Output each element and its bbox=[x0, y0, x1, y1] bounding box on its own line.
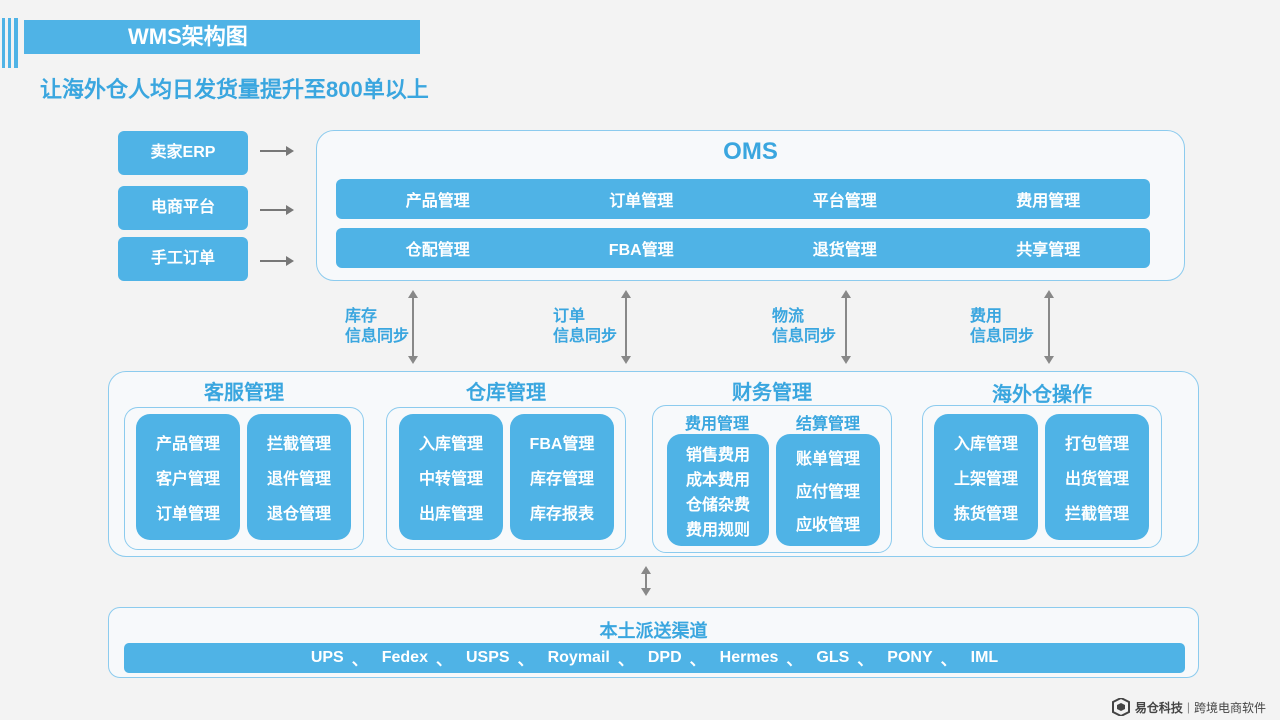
oms-item: 退货管理 bbox=[812, 242, 877, 259]
carrier-separator: 、 bbox=[617, 652, 634, 669]
oms-item: 共享管理 bbox=[1016, 242, 1081, 259]
module-item: 应付管理 bbox=[795, 483, 860, 501]
source-seller-erp: 卖家ERP bbox=[118, 131, 248, 175]
carrier-item: UPS bbox=[310, 649, 344, 666]
module-column: 账单管理 应付管理 应收管理 bbox=[776, 434, 880, 546]
module-item: 入库管理 bbox=[953, 435, 1018, 453]
carrier-item: Roymail bbox=[547, 649, 610, 666]
module-title-warehouse: 仓库管理 bbox=[466, 382, 546, 404]
sync-label-logistics: 物流信息同步 bbox=[772, 308, 837, 345]
module-item: 退仓管理 bbox=[266, 506, 331, 524]
module-item: 打包管理 bbox=[1064, 435, 1129, 453]
logo-icon bbox=[1111, 698, 1130, 716]
double-arrow-icon bbox=[621, 290, 631, 364]
carrier-separator: 、 bbox=[857, 652, 874, 669]
oms-title: OMS bbox=[723, 138, 778, 165]
oms-item: 平台管理 bbox=[812, 193, 877, 210]
carrier-item: DPD bbox=[647, 649, 682, 666]
double-arrow-icon bbox=[641, 566, 651, 596]
carrier-item: GLS bbox=[816, 649, 850, 666]
sync-label-fee: 费用信息同步 bbox=[970, 308, 1035, 345]
module-item: 上架管理 bbox=[953, 470, 1018, 488]
module-column: 入库管理 上架管理 拣货管理 bbox=[934, 414, 1038, 540]
module-item: FBA管理 bbox=[529, 435, 595, 453]
double-arrow-icon bbox=[841, 290, 851, 364]
logo-suffix: 跨境电商软件 bbox=[1193, 700, 1266, 715]
module-column: 拦截管理 退件管理 退仓管理 bbox=[247, 414, 351, 540]
module-title-customer-service: 客服管理 bbox=[204, 382, 284, 404]
module-column: 入库管理 中转管理 出库管理 bbox=[399, 414, 503, 540]
finance-sub-settlement: 结算管理 bbox=[796, 416, 861, 433]
module-item: 出库管理 bbox=[418, 506, 483, 524]
oms-item: FBA管理 bbox=[608, 242, 674, 259]
oms-item: 订单管理 bbox=[609, 193, 674, 210]
oms-item: 费用管理 bbox=[1016, 193, 1081, 210]
carrier-separator: 、 bbox=[786, 652, 803, 669]
module-item: 成本费用 bbox=[685, 471, 750, 489]
oms-item: 仓配管理 bbox=[405, 242, 470, 259]
module-item: 订单管理 bbox=[155, 506, 220, 524]
arrow-right-icon bbox=[260, 256, 294, 266]
double-arrow-icon bbox=[1044, 290, 1054, 364]
module-item: 账单管理 bbox=[795, 450, 860, 468]
oms-row-1: 产品管理 订单管理 平台管理 费用管理 bbox=[336, 179, 1150, 219]
module-item: 库存管理 bbox=[529, 470, 594, 488]
carrier-separator: 、 bbox=[940, 652, 957, 669]
carrier-item: Fedex bbox=[381, 649, 428, 666]
carrier-separator: 、 bbox=[351, 652, 368, 669]
module-title-finance: 财务管理 bbox=[732, 382, 812, 404]
delivery-title: 本土派送渠道 bbox=[599, 621, 708, 641]
carrier-list: UPS 、 Fedex 、 USPS 、 Roymail 、 DPD 、 Hermes 、 GLS 、 PO… bbox=[124, 643, 1185, 673]
sync-label-order: 订单信息同步 bbox=[553, 308, 618, 345]
carrier-item: IML bbox=[970, 649, 999, 666]
double-arrow-icon bbox=[408, 290, 418, 364]
carrier-item: PONY bbox=[887, 649, 933, 666]
module-item: 拦截管理 bbox=[1064, 506, 1129, 524]
brand-logo: 易仓科技 | 跨境电商软件 bbox=[1111, 698, 1266, 716]
carrier-item: Hermes bbox=[719, 649, 779, 666]
module-column: 销售费用 成本费用 仓储杂费 费用规则 bbox=[667, 434, 769, 546]
source-manual-order: 手工订单 bbox=[118, 237, 248, 281]
carrier-separator: 、 bbox=[689, 652, 706, 669]
module-item: 拣货管理 bbox=[953, 506, 1018, 524]
module-item: 库存报表 bbox=[529, 506, 594, 524]
carrier-separator: 、 bbox=[435, 652, 452, 669]
module-item: 费用规则 bbox=[685, 521, 750, 539]
module-column: FBA管理 库存管理 库存报表 bbox=[510, 414, 614, 540]
oms-row-2: 仓配管理 FBA管理 退货管理 共享管理 bbox=[336, 228, 1150, 268]
module-item: 入库管理 bbox=[418, 435, 483, 453]
module-item: 出货管理 bbox=[1064, 470, 1129, 488]
finance-sub-fee: 费用管理 bbox=[685, 416, 750, 433]
module-item: 销售费用 bbox=[685, 446, 750, 464]
oms-item: 产品管理 bbox=[405, 193, 470, 210]
page-subtitle: 让海外仓人均日发货量提升至800单以上 bbox=[40, 77, 429, 102]
module-item: 拦截管理 bbox=[266, 435, 331, 453]
module-item: 退件管理 bbox=[266, 470, 331, 488]
module-item: 产品管理 bbox=[155, 435, 220, 453]
logo-text: 易仓科技 bbox=[1134, 700, 1183, 715]
module-item: 客户管理 bbox=[155, 470, 220, 488]
carrier-item: USPS bbox=[466, 649, 510, 666]
arrow-right-icon bbox=[260, 205, 294, 215]
page-title: WMS架构图 bbox=[24, 20, 420, 54]
arrow-right-icon bbox=[260, 146, 294, 156]
source-ecommerce-platform: 电商平台 bbox=[118, 186, 248, 230]
module-item: 中转管理 bbox=[418, 470, 483, 488]
module-item: 应收管理 bbox=[795, 517, 860, 535]
module-column: 打包管理 出货管理 拦截管理 bbox=[1045, 414, 1149, 540]
module-column: 产品管理 客户管理 订单管理 bbox=[136, 414, 240, 540]
carrier-separator: 、 bbox=[517, 652, 534, 669]
sync-label-inventory: 库存信息同步 bbox=[345, 308, 410, 345]
header-decoration bbox=[0, 18, 24, 68]
module-title-overseas: 海外仓操作 bbox=[992, 384, 1092, 406]
module-item: 仓储杂费 bbox=[685, 496, 750, 514]
